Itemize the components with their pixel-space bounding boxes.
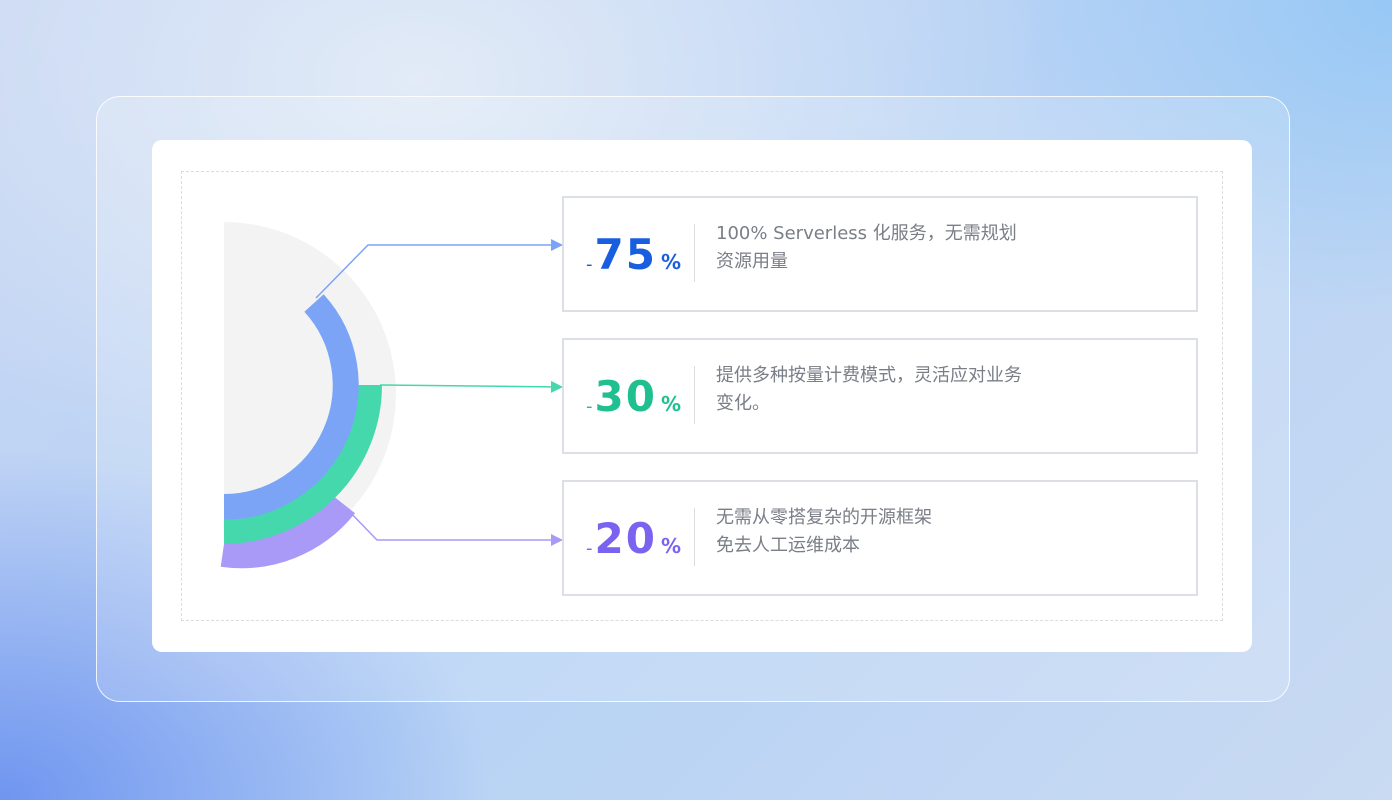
description-line: 免去人工运维成本	[716, 535, 860, 556]
percent-sign: %	[660, 392, 681, 416]
connector-purple	[344, 506, 563, 546]
divider	[694, 508, 695, 566]
ring-blue	[223, 294, 359, 520]
minus-sign: -	[586, 395, 593, 417]
stat-description: 提供多种按量计费模式，灵活应对业务 变化。	[716, 362, 1096, 418]
divider	[694, 366, 695, 424]
description-line: 100% Serverless 化服务，无需规划	[716, 223, 1017, 244]
stat-value: - 75 %	[586, 198, 681, 310]
stat-card-30: - 30 % 提供多种按量计费模式，灵活应对业务 变化。	[562, 338, 1198, 454]
stat-description: 无需从零搭复杂的开源框架 免去人工运维成本	[716, 504, 1096, 560]
description-line: 无需从零搭复杂的开源框架	[716, 507, 932, 528]
ring-green	[223, 384, 382, 544]
stat-value: - 20 %	[586, 482, 681, 594]
stat-card-20: - 20 % 无需从零搭复杂的开源框架 免去人工运维成本	[562, 480, 1198, 596]
stat-description: 100% Serverless 化服务，无需规划 资源用量	[716, 220, 1096, 276]
stat-number: 30	[594, 371, 657, 421]
background-half-circle	[224, 222, 396, 566]
percent-sign: %	[660, 534, 681, 558]
stat-value: - 30 %	[586, 340, 681, 452]
description-line: 提供多种按量计费模式，灵活应对业务	[716, 365, 1022, 386]
connector-green	[379, 380, 563, 393]
stat-card-75: - 75 % 100% Serverless 化服务，无需规划 资源用量	[562, 196, 1198, 312]
description-line: 资源用量	[716, 251, 788, 272]
divider	[694, 224, 695, 282]
stat-number: 75	[594, 229, 657, 279]
connector-blue	[315, 239, 563, 299]
stat-number: 20	[594, 513, 657, 563]
minus-sign: -	[586, 253, 593, 275]
dashed-frame	[181, 171, 1223, 621]
minus-sign: -	[586, 537, 593, 559]
ring-purple	[220, 484, 356, 569]
description-line: 变化。	[716, 393, 770, 414]
percent-sign: %	[660, 250, 681, 274]
